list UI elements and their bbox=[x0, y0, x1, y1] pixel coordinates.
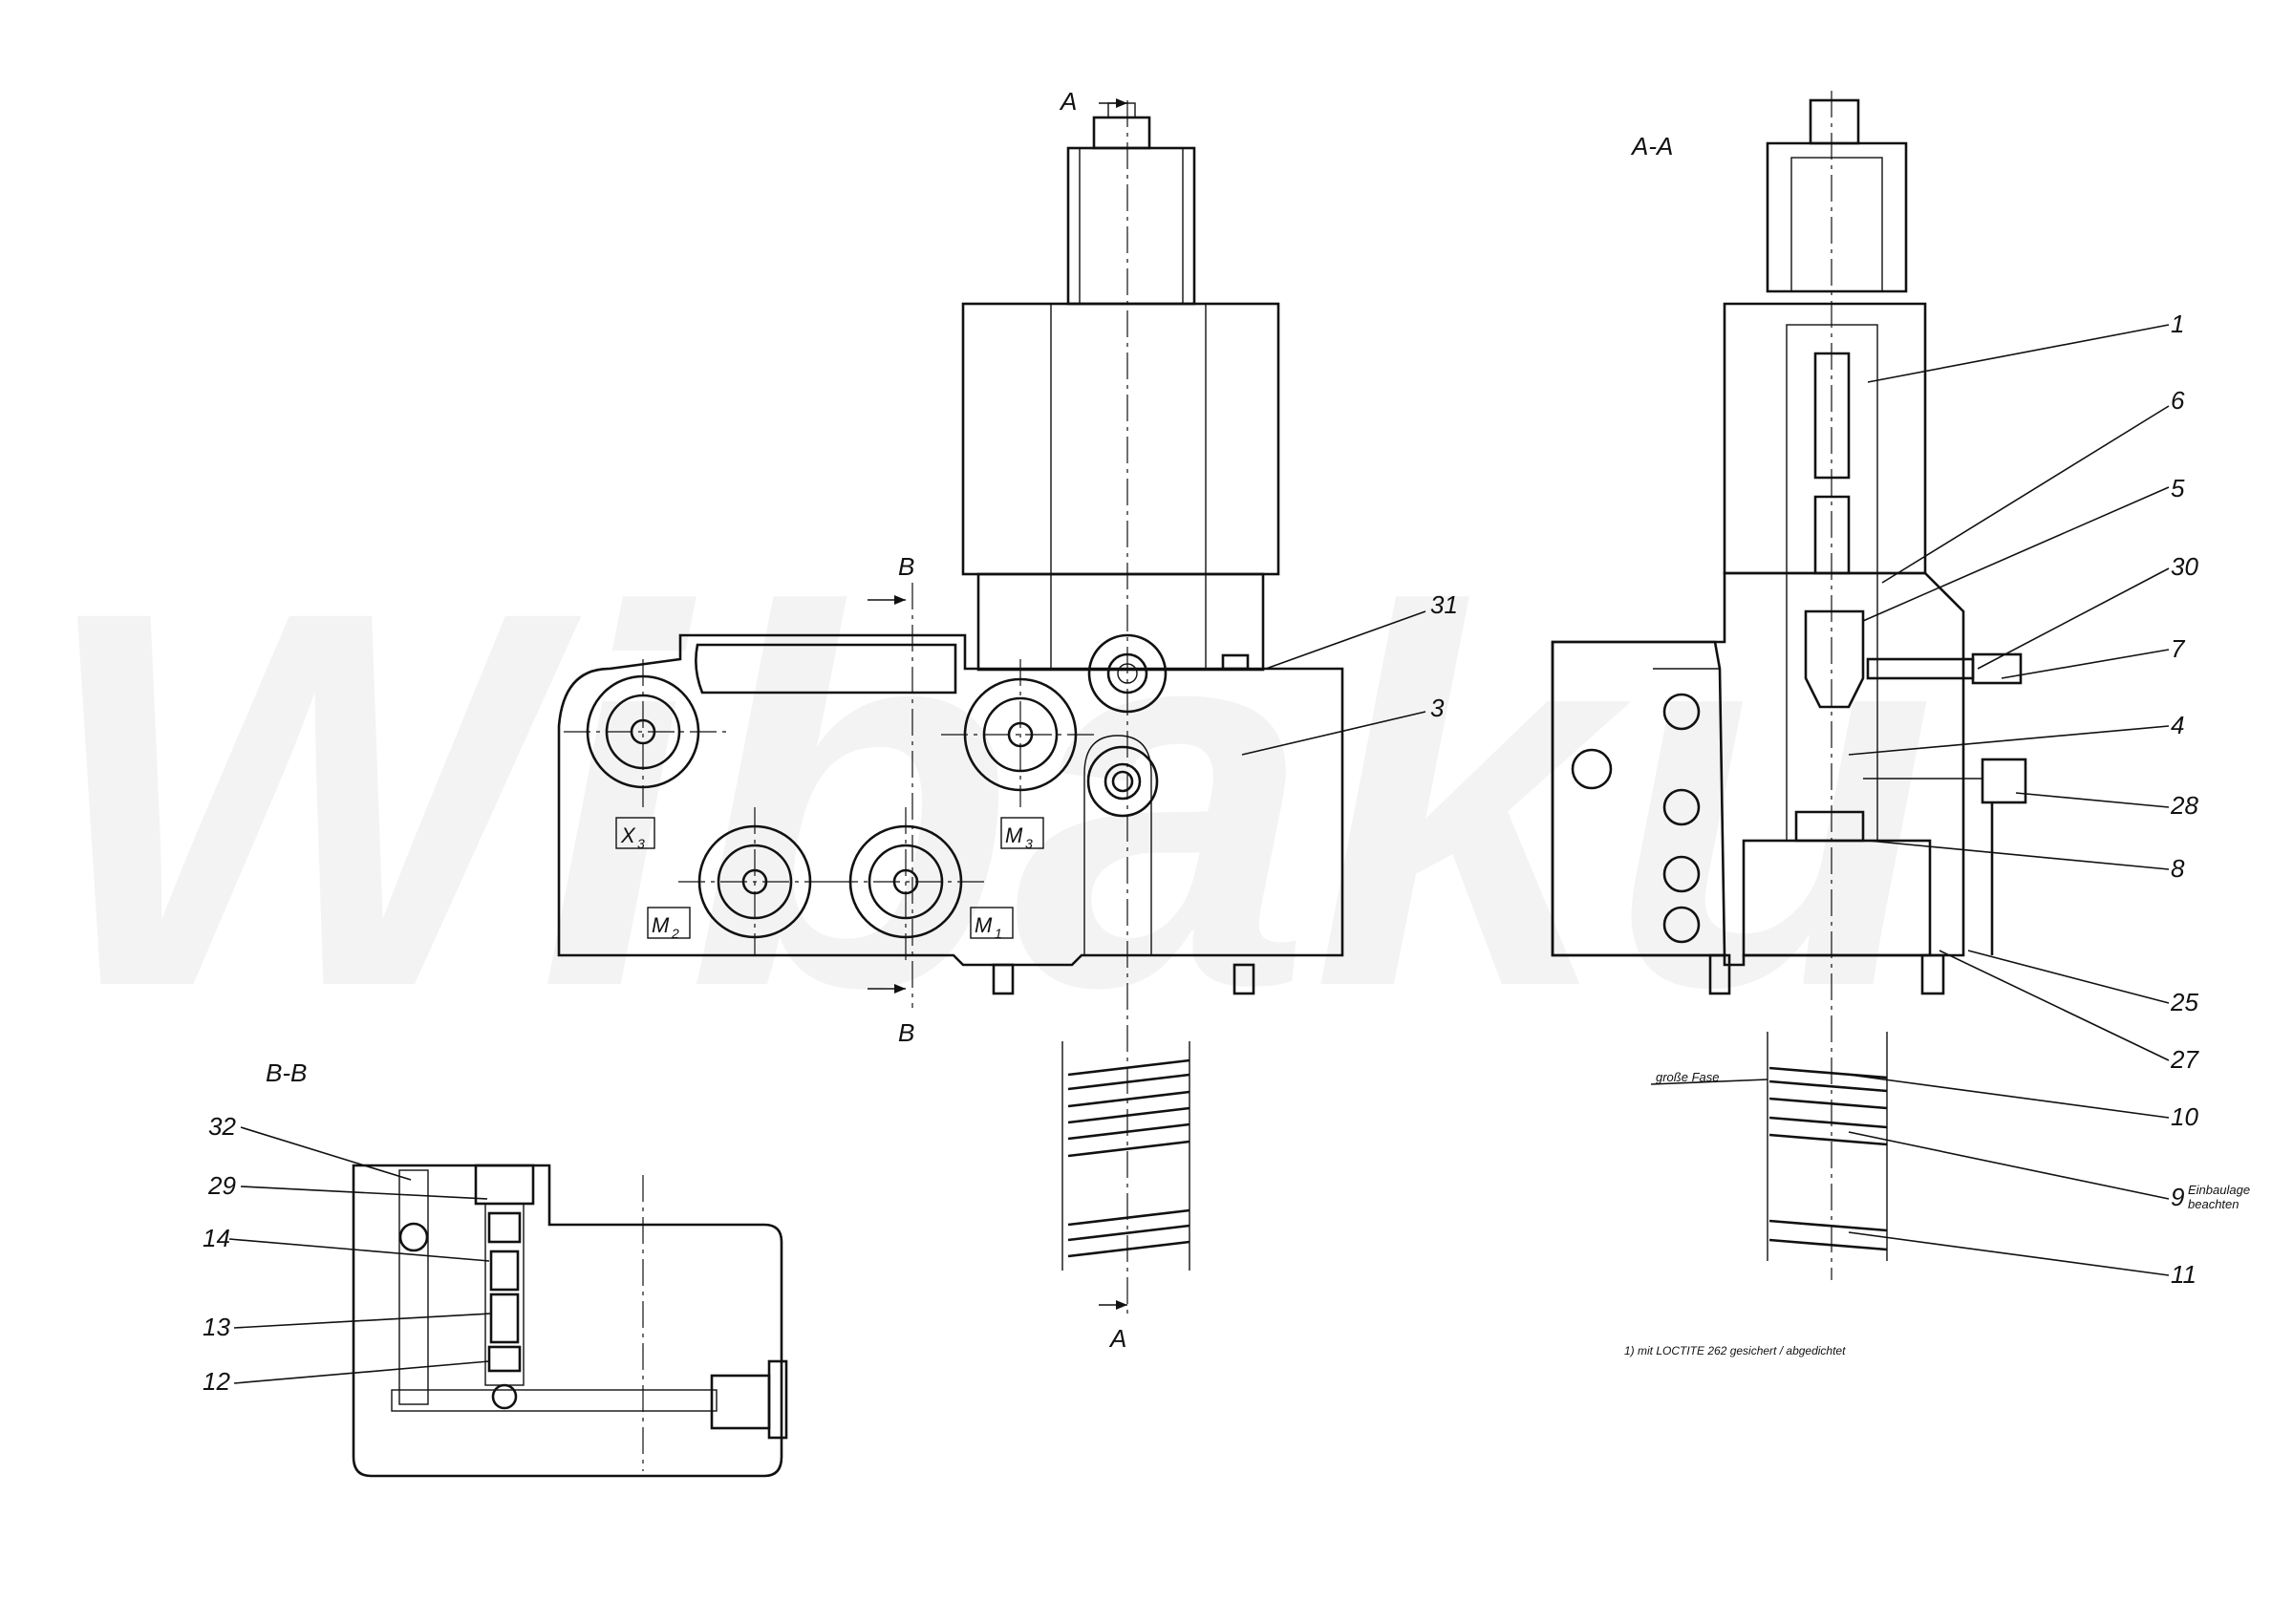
section-a-bottom-label: A bbox=[1108, 1324, 1126, 1353]
part-number-8: 8 bbox=[2171, 854, 2185, 883]
port-x3: X 3 bbox=[615, 817, 655, 851]
svg-text:1: 1 bbox=[995, 926, 1002, 941]
part-number-11: 11 bbox=[2171, 1260, 2197, 1289]
part-number-13: 13 bbox=[203, 1313, 230, 1341]
footnote-loctite: 1) mit LOCTITE 262 gesichert / abgedicht… bbox=[1624, 1344, 1846, 1357]
svg-text:2: 2 bbox=[671, 926, 679, 941]
front-view bbox=[557, 98, 1426, 1318]
section-b-b-title: B-B bbox=[266, 1058, 307, 1087]
svg-text:M: M bbox=[1005, 823, 1023, 847]
part-number-12: 12 bbox=[203, 1367, 230, 1396]
section-b-top-label: B bbox=[898, 552, 914, 581]
section-b-b-view bbox=[228, 1126, 788, 1478]
part-number-25: 25 bbox=[2170, 988, 2198, 1016]
part-number-5: 5 bbox=[2171, 474, 2185, 502]
svg-text:3: 3 bbox=[1025, 836, 1033, 851]
einbaulage-note-line2: beachten bbox=[2188, 1197, 2239, 1211]
section-b-bottom-label: B bbox=[898, 1018, 914, 1047]
svg-text:M: M bbox=[975, 913, 993, 937]
einbaulage-note-line1: Einbaulage bbox=[2188, 1183, 2250, 1197]
part-number-27: 27 bbox=[2170, 1045, 2199, 1074]
part-number-28: 28 bbox=[2170, 791, 2198, 820]
section-a-a-view bbox=[1551, 91, 2170, 1280]
svg-text:3: 3 bbox=[637, 836, 645, 851]
part-number-10: 10 bbox=[2171, 1102, 2198, 1131]
part-number-7: 7 bbox=[2171, 634, 2186, 663]
part-number-3: 3 bbox=[1430, 694, 1445, 722]
svg-text:M: M bbox=[652, 913, 670, 937]
part-number-29: 29 bbox=[207, 1171, 236, 1200]
part-number-4: 4 bbox=[2171, 711, 2184, 739]
watermark: Wibaku bbox=[38, 500, 1936, 1098]
port-m3: M 3 bbox=[1000, 817, 1044, 851]
port-m2: M 2 bbox=[647, 907, 691, 941]
svg-text:X: X bbox=[620, 823, 636, 847]
part-number-1: 1 bbox=[2171, 310, 2184, 338]
section-a-top-label: A bbox=[1059, 87, 1077, 116]
section-a-a-title: A-A bbox=[1630, 132, 1673, 160]
part-number-31: 31 bbox=[1430, 590, 1458, 619]
port-m1: M 1 bbox=[970, 907, 1014, 941]
part-number-9: 9 bbox=[2171, 1183, 2184, 1211]
grosse-fase-note: große Fase bbox=[1656, 1070, 1719, 1084]
part-number-14: 14 bbox=[203, 1224, 230, 1252]
part-number-32: 32 bbox=[208, 1112, 236, 1141]
part-number-30: 30 bbox=[2171, 552, 2198, 581]
part-number-6: 6 bbox=[2171, 386, 2185, 415]
